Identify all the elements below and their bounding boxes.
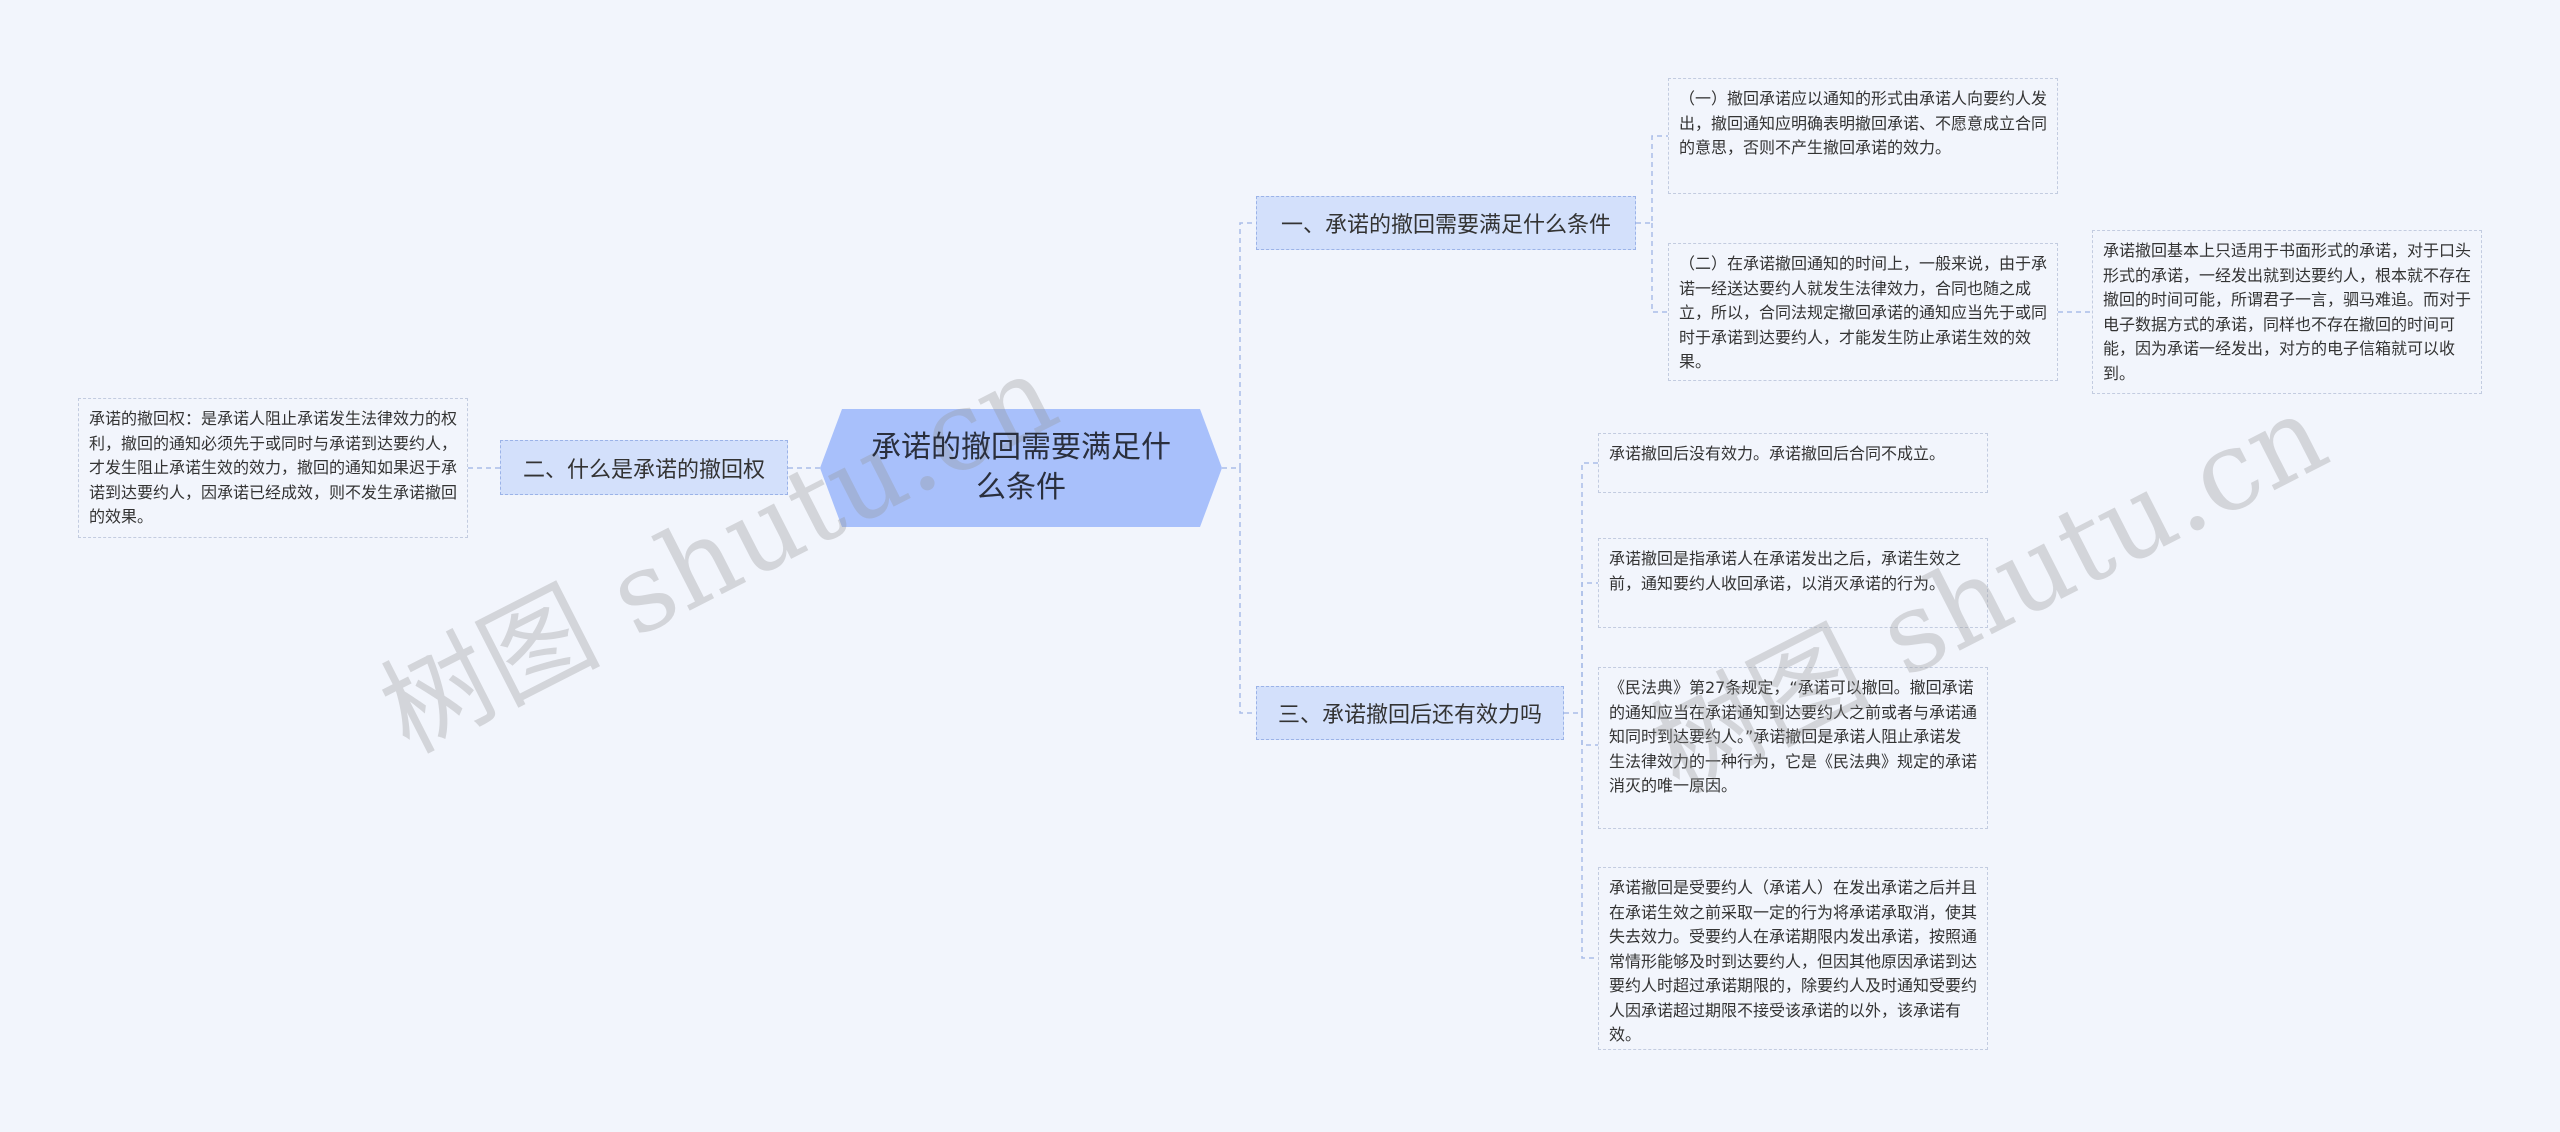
branch-conditions[interactable]: 一、承诺的撤回需要满足什么条件 bbox=[1256, 196, 1636, 250]
leaf-text: （二）在承诺撤回通知的时间上，一般来说，由于承诺一经送达要约人就发生法律效力，合… bbox=[1679, 254, 2048, 371]
branch-label: 二、什么是承诺的撤回权 bbox=[522, 457, 765, 483]
leaf-no-effect[interactable]: 承诺撤回后没有效力。承诺撤回后合同不成立。 bbox=[1598, 433, 1988, 493]
leaf-text: 承诺撤回后没有效力。承诺撤回后合同不成立。 bbox=[1609, 444, 1946, 463]
branch-label: 一、承诺的撤回需要满足什么条件 bbox=[1280, 213, 1611, 238]
leaf-text: 承诺撤回基本上只适用于书面形式的承诺，对于口头形式的承诺，一经发出就到达要约人，… bbox=[2103, 241, 2472, 383]
leaf-text: （一）撤回承诺应以通知的形式由承诺人向要约人发出，撤回通知应明确表明撤回承诺、不… bbox=[1679, 89, 2048, 157]
root-label: 承诺的撤回需要满足什么条件 bbox=[871, 430, 1171, 505]
leaf-notice-form[interactable]: （一）撤回承诺应以通知的形式由承诺人向要约人发出，撤回通知应明确表明撤回承诺、不… bbox=[1668, 78, 2058, 194]
branch-validity[interactable]: 三、承诺撤回后还有效力吗 bbox=[1256, 686, 1564, 740]
leaf-withdrawal-meaning[interactable]: 承诺撤回是指承诺人在承诺发出之后，承诺生效之前，通知要约人收回承诺，以消灭承诺的… bbox=[1598, 538, 1988, 628]
leaf-written-form[interactable]: 承诺撤回基本上只适用于书面形式的承诺，对于口头形式的承诺，一经发出就到达要约人，… bbox=[2092, 230, 2482, 394]
leaf-text: 承诺撤回是指承诺人在承诺发出之后，承诺生效之前，通知要约人收回承诺，以消灭承诺的… bbox=[1609, 549, 1962, 593]
leaf-text: 《民法典》第27条规定，“承诺可以撤回。撤回承诺的通知应当在承诺通知到达要约人之… bbox=[1609, 678, 1978, 795]
leaf-text: 承诺的撤回权：是承诺人阻止承诺发生法律效力的权利，撤回的通知必须先于或同时与承诺… bbox=[89, 409, 458, 526]
root-shape bbox=[820, 409, 1222, 527]
branch-withdrawal-right[interactable]: 二、什么是承诺的撤回权 bbox=[500, 440, 788, 495]
leaf-text: 承诺撤回是受要约人（承诺人）在发出承诺之后并且在承诺生效之前采取一定的行为将承诺… bbox=[1609, 878, 1978, 1044]
leaf-offeree-withdrawal[interactable]: 承诺撤回是受要约人（承诺人）在发出承诺之后并且在承诺生效之前采取一定的行为将承诺… bbox=[1598, 867, 1988, 1050]
leaf-notice-timing[interactable]: （二）在承诺撤回通知的时间上，一般来说，由于承诺一经送达要约人就发生法律效力，合… bbox=[1668, 243, 2058, 381]
branch-label: 三、承诺撤回后还有效力吗 bbox=[1277, 703, 1542, 728]
leaf-right-definition[interactable]: 承诺的撤回权：是承诺人阻止承诺发生法律效力的权利，撤回的通知必须先于或同时与承诺… bbox=[78, 398, 468, 538]
root-topic[interactable]: 承诺的撤回需要满足什么条件 bbox=[820, 409, 1222, 527]
leaf-civil-code[interactable]: 《民法典》第27条规定，“承诺可以撤回。撤回承诺的通知应当在承诺通知到达要约人之… bbox=[1598, 667, 1988, 829]
